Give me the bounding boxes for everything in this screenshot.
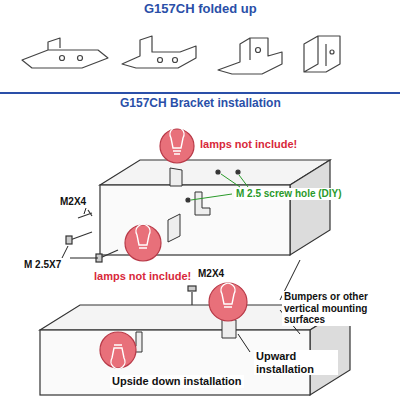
screw-label: M 2.5X7 (22, 259, 63, 271)
brackets-lower (130, 318, 236, 352)
screws (66, 210, 196, 308)
heading: G157CH Bracket installation (118, 97, 283, 111)
heading: G157CH folded up (142, 2, 259, 17)
brackets-upper (168, 168, 210, 242)
note: lamps not include! (92, 270, 193, 283)
screw-label: M2X4 (196, 268, 226, 280)
note: lamps not include! (198, 138, 299, 151)
install-label: Upward installation (254, 350, 338, 375)
lamps (100, 127, 247, 368)
install-label: Upside down installation (110, 375, 244, 388)
black-leaders (62, 208, 300, 352)
screw-hole-label: M 2.5 screw hole (DIY) (234, 188, 344, 200)
screw-label: M2X4 (58, 196, 88, 208)
divider-line (0, 92, 400, 94)
bracket-sketches (22, 36, 340, 74)
surface-label: Bumpers or other vertical mounting surfa… (282, 291, 398, 326)
